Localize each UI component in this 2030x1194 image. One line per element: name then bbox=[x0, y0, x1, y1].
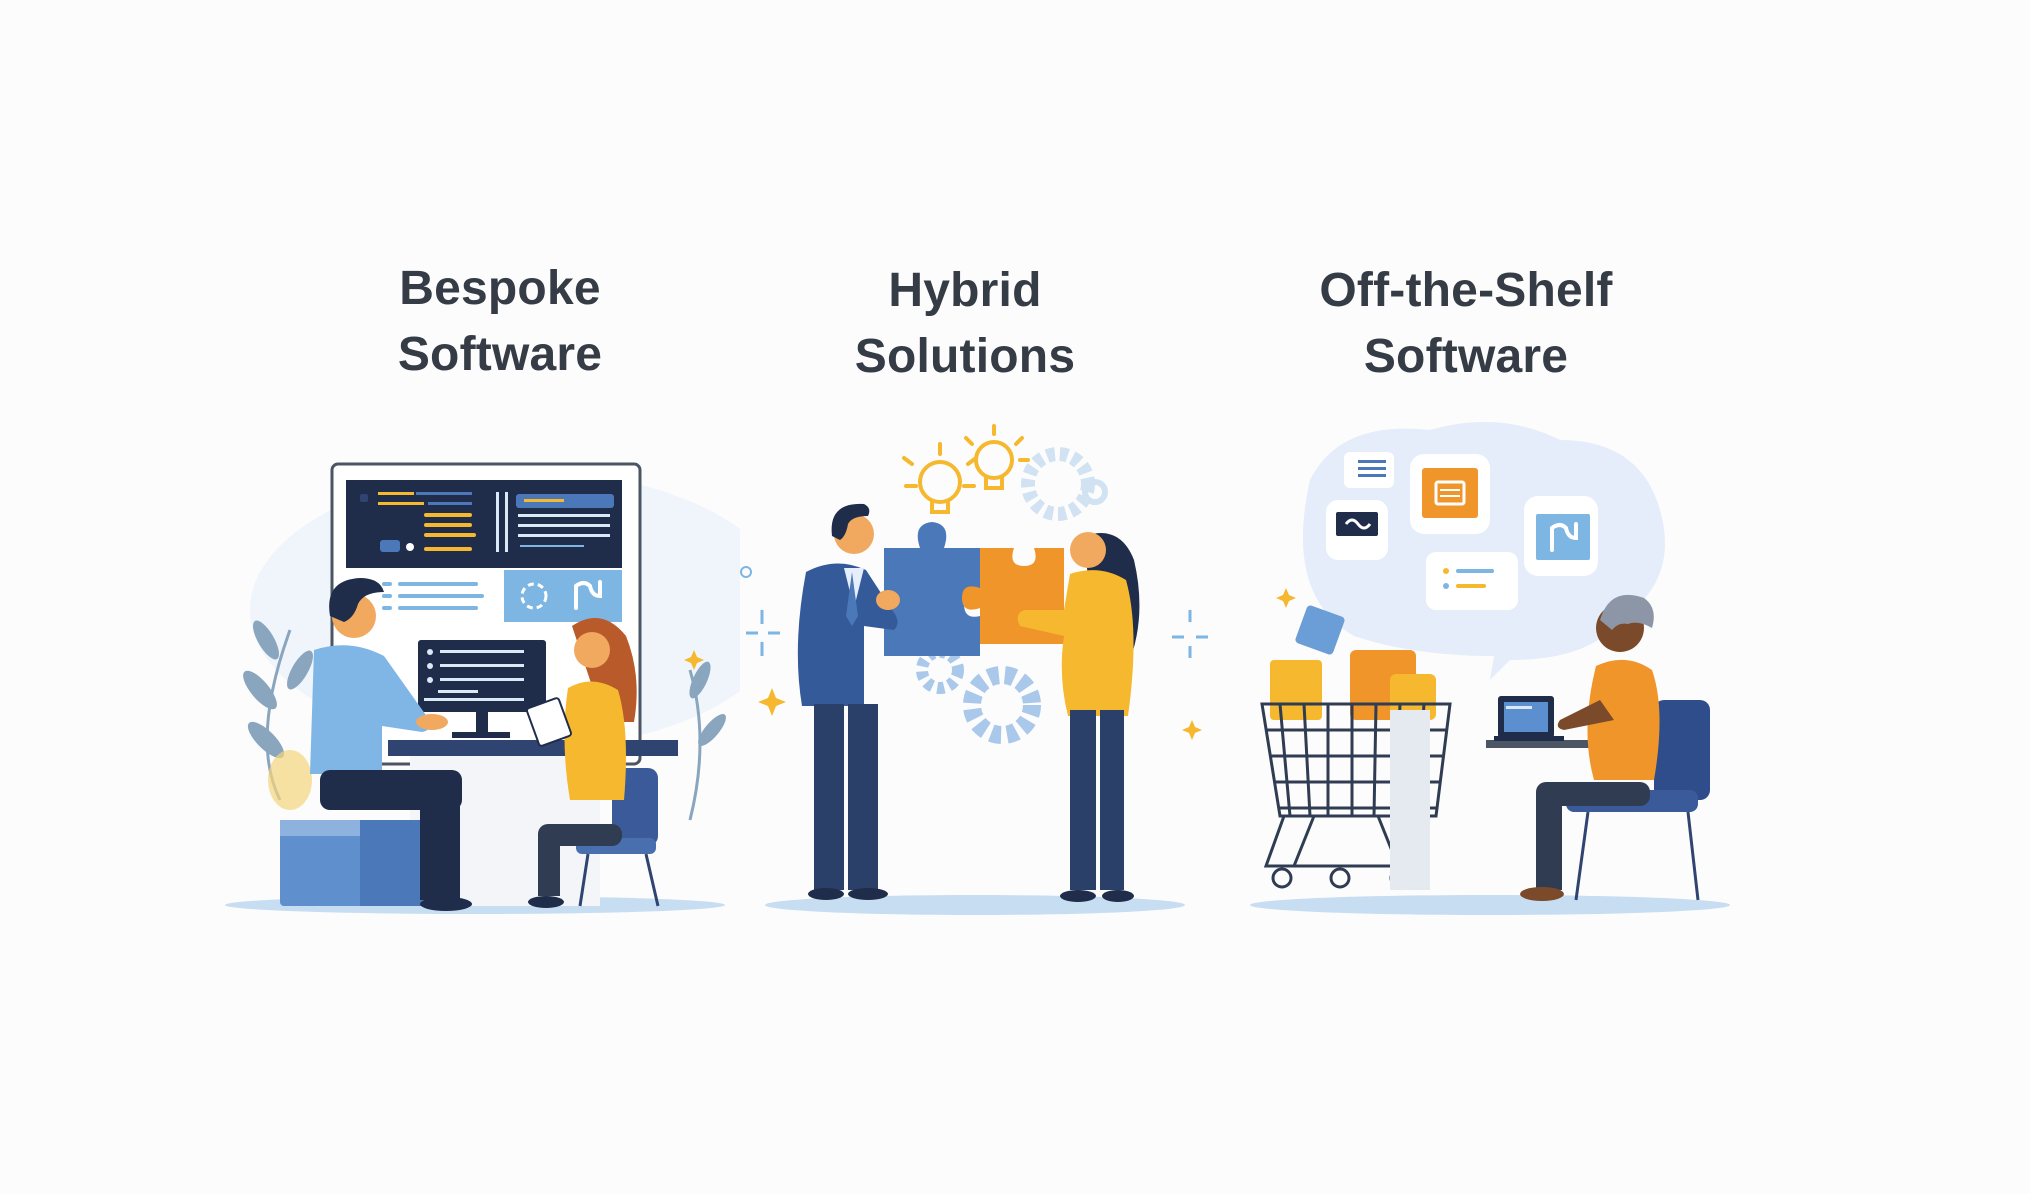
panel-bespoke: Bespoke Software bbox=[0, 0, 740, 1194]
heading-line-1: Hybrid bbox=[888, 264, 1042, 317]
man-person bbox=[797, 503, 900, 900]
heading-line-2: Solutions bbox=[854, 330, 1076, 383]
woman-person bbox=[1017, 532, 1140, 902]
heading-line-2: Software bbox=[397, 328, 603, 381]
sparkle-icon bbox=[1182, 720, 1202, 740]
heading-line-2: Software bbox=[1363, 330, 1569, 383]
sparkle-icon bbox=[1276, 588, 1296, 608]
heading-line-1: Off-the-Shelf bbox=[1319, 264, 1613, 317]
laptop-icon bbox=[1494, 696, 1564, 741]
thought-cloud bbox=[1302, 422, 1665, 680]
heading-bespoke: Bespoke Software bbox=[300, 256, 700, 388]
off-the-shelf-illustration bbox=[1250, 410, 1750, 920]
app-document-icon bbox=[1344, 452, 1394, 488]
app-calendar-icon bbox=[1410, 454, 1490, 534]
panel-hybrid: Hybrid Solutions bbox=[720, 0, 1240, 1194]
chat-list-icon bbox=[1426, 552, 1518, 610]
heading-line-1: Bespoke bbox=[399, 262, 601, 315]
sparkle-icon bbox=[684, 650, 704, 670]
tablet-icon bbox=[526, 697, 572, 747]
app-logo-dark-icon bbox=[1326, 500, 1388, 560]
panel-off-the-shelf: Off-the-Shelf Software bbox=[1240, 0, 2030, 1194]
gear-icon bbox=[916, 646, 1041, 744]
heading-off-the-shelf: Off-the-Shelf Software bbox=[1256, 258, 1676, 390]
hybrid-illustration bbox=[740, 420, 1220, 920]
sparkle-icon bbox=[758, 688, 786, 716]
bespoke-illustration bbox=[220, 440, 740, 920]
desktop-monitor-icon bbox=[418, 640, 546, 738]
shopping-cart-icon bbox=[1260, 702, 1452, 889]
lightbulb-icon bbox=[902, 424, 1030, 514]
desk bbox=[1486, 740, 1616, 748]
man-person bbox=[310, 578, 472, 911]
puzzle-piece-blue-icon bbox=[884, 522, 980, 656]
heading-hybrid: Hybrid Solutions bbox=[765, 258, 1165, 390]
ground-shadow bbox=[1250, 895, 1730, 915]
woman-person bbox=[526, 618, 637, 908]
app-logo-blue-icon bbox=[1524, 496, 1598, 576]
gear-icon bbox=[1021, 447, 1108, 521]
box-icon bbox=[1295, 605, 1345, 655]
older-person bbox=[1520, 594, 1660, 901]
